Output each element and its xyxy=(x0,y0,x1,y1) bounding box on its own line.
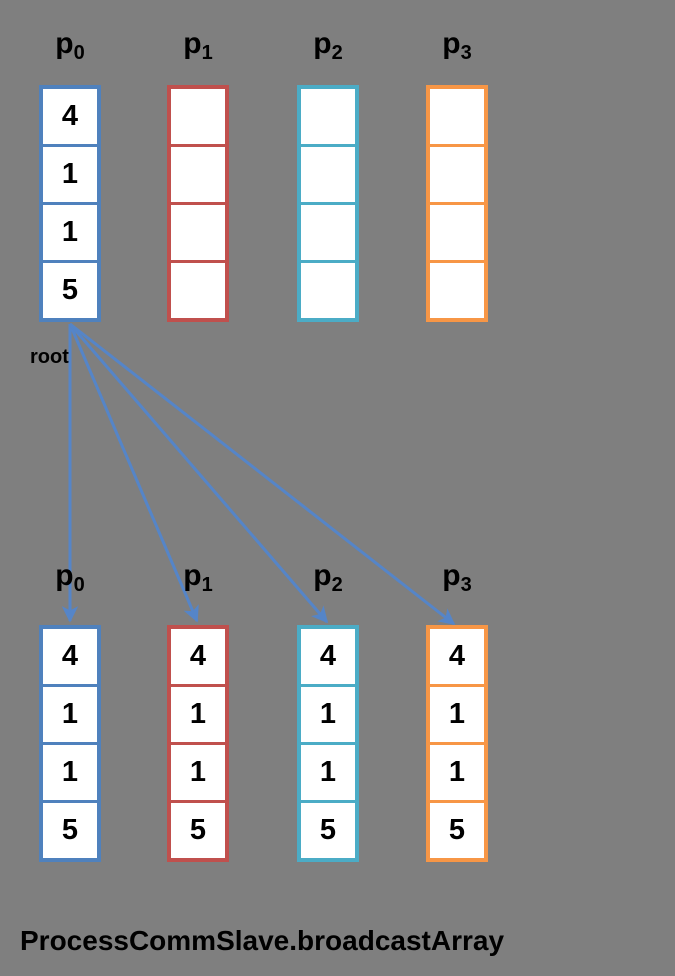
array-cell xyxy=(301,147,355,202)
array-cell: 1 xyxy=(43,687,97,742)
array-p2-bottom: 4 1 1 5 xyxy=(297,625,359,862)
array-cell xyxy=(171,89,225,144)
diagram-caption: ProcessCommSlave.broadcastArray xyxy=(20,925,505,956)
process-label-p1-top: p1 xyxy=(167,24,229,64)
array-cell: 1 xyxy=(43,147,97,202)
array-cell: 5 xyxy=(43,263,97,318)
array-cell xyxy=(430,147,484,202)
process-label-base: p xyxy=(183,27,202,60)
root-label: root xyxy=(30,346,69,368)
array-cell xyxy=(430,263,484,318)
process-label-sub: 0 xyxy=(73,574,85,596)
array-cell: 1 xyxy=(43,205,97,260)
process-label-sub: 3 xyxy=(460,574,472,596)
array-cell: 1 xyxy=(171,687,225,742)
array-cell: 4 xyxy=(43,89,97,144)
process-label-base: p xyxy=(442,559,461,592)
process-label-p3-bottom: p3 xyxy=(426,556,488,596)
array-cell xyxy=(171,147,225,202)
process-label-base: p xyxy=(183,559,202,592)
array-cell xyxy=(171,205,225,260)
array-cell: 1 xyxy=(171,745,225,800)
array-cell: 1 xyxy=(430,687,484,742)
process-label-p0-top: p0 xyxy=(39,24,101,64)
array-cell: 1 xyxy=(430,745,484,800)
process-label-sub: 1 xyxy=(201,42,213,64)
array-cell xyxy=(301,205,355,260)
array-cell: 4 xyxy=(430,629,484,684)
array-cell: 4 xyxy=(301,629,355,684)
array-cell: 1 xyxy=(301,687,355,742)
array-cell: 1 xyxy=(301,745,355,800)
array-cell xyxy=(301,89,355,144)
array-cell xyxy=(430,89,484,144)
array-p2-top xyxy=(297,85,359,322)
process-label-base: p xyxy=(442,27,461,60)
array-cell: 5 xyxy=(430,803,484,858)
process-label-sub: 3 xyxy=(460,42,472,64)
array-cell: 4 xyxy=(43,629,97,684)
process-label-base: p xyxy=(313,559,332,592)
process-label-base: p xyxy=(313,27,332,60)
process-label-sub: 0 xyxy=(73,42,85,64)
process-label-sub: 1 xyxy=(201,574,213,596)
array-cell: 5 xyxy=(301,803,355,858)
array-cell xyxy=(301,263,355,318)
array-cell: 4 xyxy=(171,629,225,684)
process-label-p2-top: p2 xyxy=(297,24,359,64)
process-label-p2-bottom: p2 xyxy=(297,556,359,596)
array-cell: 5 xyxy=(43,803,97,858)
array-p1-top xyxy=(167,85,229,322)
broadcast-arrow-to-p3 xyxy=(69,322,456,626)
process-label-sub: 2 xyxy=(331,574,343,596)
array-cell xyxy=(430,205,484,260)
process-label-base: p xyxy=(55,559,74,592)
array-cell: 1 xyxy=(43,745,97,800)
process-label-p1-bottom: p1 xyxy=(167,556,229,596)
array-p0-top: 4 1 1 5 xyxy=(39,85,101,322)
array-cell: 5 xyxy=(171,803,225,858)
array-p1-bottom: 4 1 1 5 xyxy=(167,625,229,862)
array-p3-bottom: 4 1 1 5 xyxy=(426,625,488,862)
process-label-p0-bottom: p0 xyxy=(39,556,101,596)
array-p0-bottom: 4 1 1 5 xyxy=(39,625,101,862)
process-label-base: p xyxy=(55,27,74,60)
array-p3-top xyxy=(426,85,488,322)
array-cell xyxy=(171,263,225,318)
process-label-p3-top: p3 xyxy=(426,24,488,64)
process-label-sub: 2 xyxy=(331,42,343,64)
